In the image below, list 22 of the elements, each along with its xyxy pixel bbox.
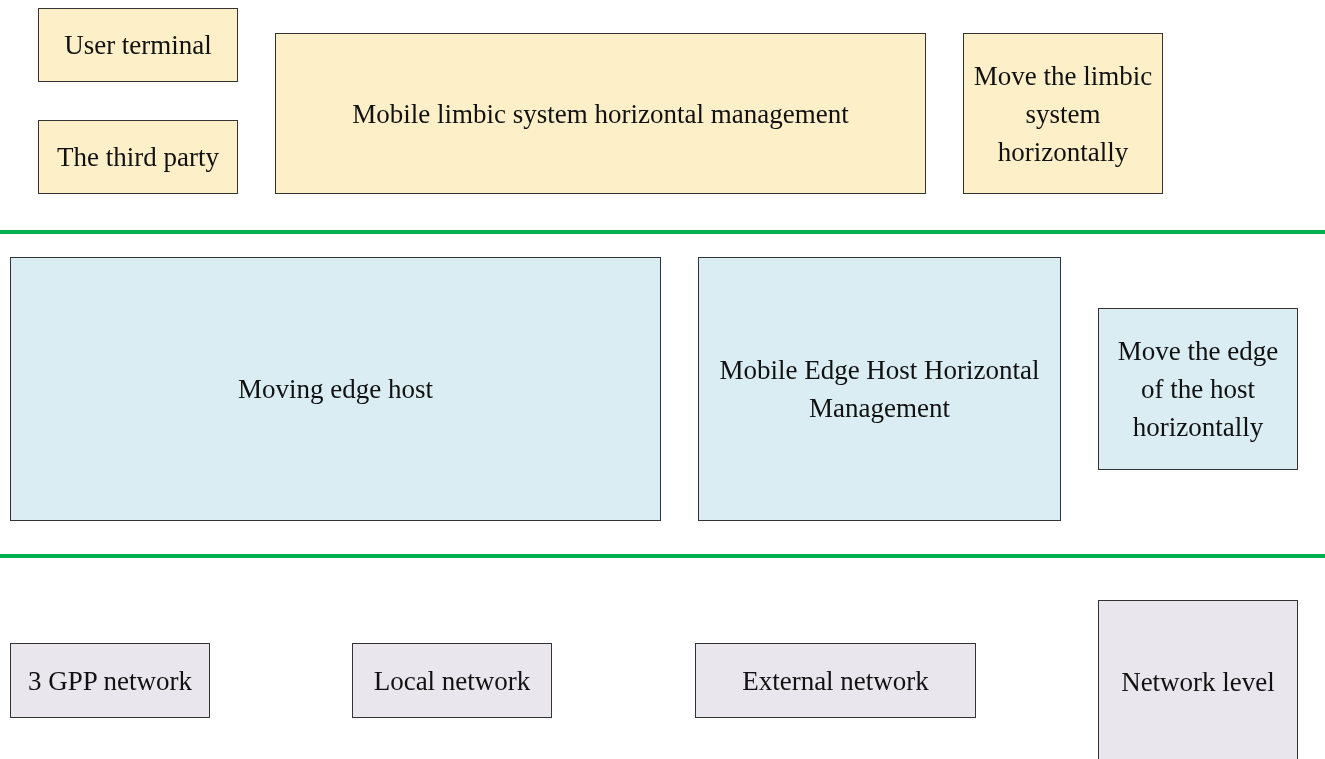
box-label: Local network [373,664,531,698]
layer-box [695,643,976,718]
box-label: External network [742,664,929,698]
layer-box [1098,600,1298,759]
layer-box [38,120,238,194]
box-label: Moving edge host [238,373,433,406]
layer-box [1098,308,1298,470]
layer-box [38,8,238,82]
layer-box [275,33,926,194]
layer-box [352,643,552,718]
box-label: Network level [1121,665,1275,699]
box-label: User terminal [64,29,212,62]
layer-box [963,33,1163,194]
layer-box [698,257,1061,521]
box-label: The third party [57,141,219,174]
layer-box [10,643,210,718]
box-label: 3 GPP network [28,664,192,698]
box-label: Mobile Edge Host Horizontal Management [718,354,1041,425]
box-label: Mobile limbic system horizontal management [352,97,849,131]
layer-box [10,257,661,521]
box-label: Move the limbic system horizontally [972,59,1154,169]
box-label: Move the edge of the host horizontally [1116,335,1280,444]
